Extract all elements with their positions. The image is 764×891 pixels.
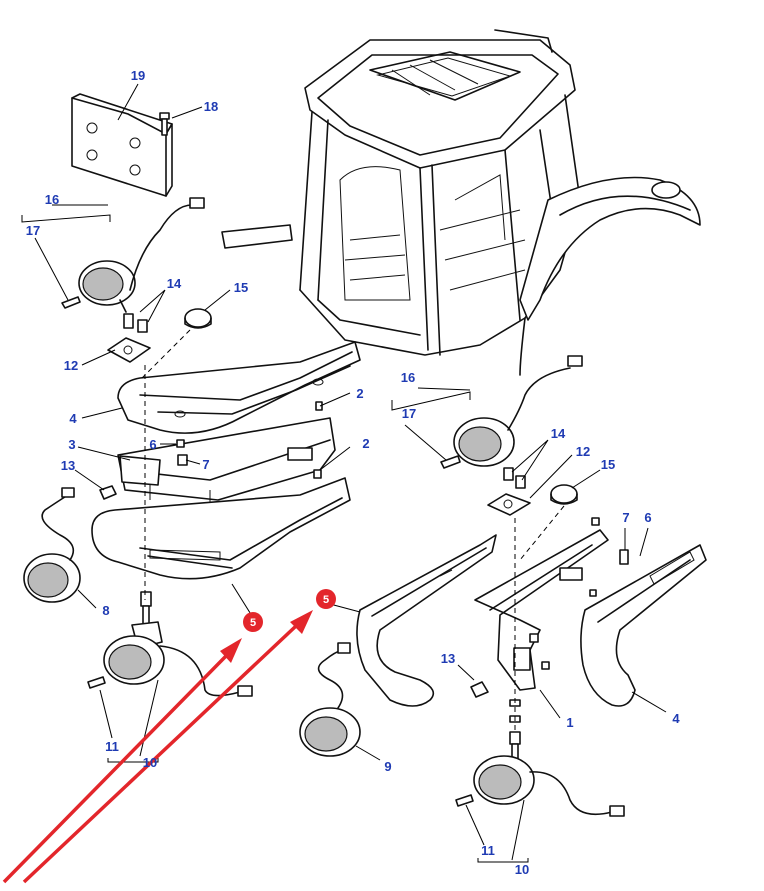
label-15-right: 15 xyxy=(601,457,615,472)
label-12-right: 12 xyxy=(576,444,590,459)
callout-badge-right: 5 xyxy=(316,589,336,609)
label-17-right: 17 xyxy=(402,406,416,421)
work-light-10-left xyxy=(103,591,253,697)
label-11-left: 11 xyxy=(105,739,119,754)
screw-11-right xyxy=(455,794,474,807)
label-16-left: 16 xyxy=(45,192,59,207)
work-light-10-right xyxy=(473,731,625,817)
label-4-left: 4 xyxy=(69,411,77,426)
label-12-left: 12 xyxy=(64,358,78,373)
label-4-right: 4 xyxy=(672,711,680,726)
label-13-left: 13 xyxy=(61,458,75,473)
label-6-right: 6 xyxy=(644,510,651,525)
bolt-18 xyxy=(159,112,170,136)
work-light-8 xyxy=(23,487,81,603)
label-7-left: 7 xyxy=(202,457,209,472)
label-2-upper: 2 xyxy=(356,386,363,401)
alignment-lines xyxy=(139,329,565,730)
label-16-right: 16 xyxy=(401,370,415,385)
tractor-cab xyxy=(221,29,701,376)
licence-plate-bracket xyxy=(71,93,173,197)
cap-15-left xyxy=(184,308,212,329)
svg-text:5: 5 xyxy=(323,594,329,606)
work-light-16-left xyxy=(78,197,205,313)
fender-extension-5-right xyxy=(356,534,497,707)
label-14-right: 14 xyxy=(551,426,566,441)
small-fasteners-left xyxy=(99,401,323,500)
screw-17-left xyxy=(61,296,81,309)
support-bracket-3-left xyxy=(117,417,336,505)
callout-arrows xyxy=(2,610,313,884)
bracket-12-right xyxy=(487,467,531,516)
screw-11-left xyxy=(87,676,106,689)
label-6-left: 6 xyxy=(149,437,156,452)
label-18: 18 xyxy=(204,99,218,114)
label-14-left: 14 xyxy=(167,276,182,291)
support-bracket-1-right xyxy=(474,529,609,691)
label-10-right: 10 xyxy=(515,862,529,877)
work-light-16-right xyxy=(453,355,583,467)
fender-extension-4-right xyxy=(580,544,707,707)
fender-lower-left xyxy=(91,477,351,580)
bracket-12-left xyxy=(107,313,151,363)
part-labels: 19 18 16 17 14 15 12 4 2 3 6 7 2 13 8 11… xyxy=(26,68,681,877)
small-fasteners-right xyxy=(470,517,629,723)
label-10-left: 10 xyxy=(143,755,157,770)
label-17-left: 17 xyxy=(26,223,40,238)
label-8: 8 xyxy=(102,603,109,618)
screw-17-right xyxy=(440,455,461,469)
work-light-9 xyxy=(299,642,361,757)
fender-extension-4-left xyxy=(117,341,361,434)
label-19: 19 xyxy=(131,68,145,83)
label-2-lower: 2 xyxy=(362,436,369,451)
label-13-right: 13 xyxy=(441,651,455,666)
label-15-left: 15 xyxy=(234,280,248,295)
label-7-right: 7 xyxy=(622,510,629,525)
leader-lines xyxy=(21,83,667,863)
svg-text:5: 5 xyxy=(250,617,256,629)
label-9: 9 xyxy=(384,759,391,774)
label-3: 3 xyxy=(68,437,75,452)
label-1: 1 xyxy=(566,715,573,730)
label-11-right: 11 xyxy=(481,843,495,858)
callout-badge-left: 5 xyxy=(243,612,263,632)
cap-15-right xyxy=(550,484,578,505)
